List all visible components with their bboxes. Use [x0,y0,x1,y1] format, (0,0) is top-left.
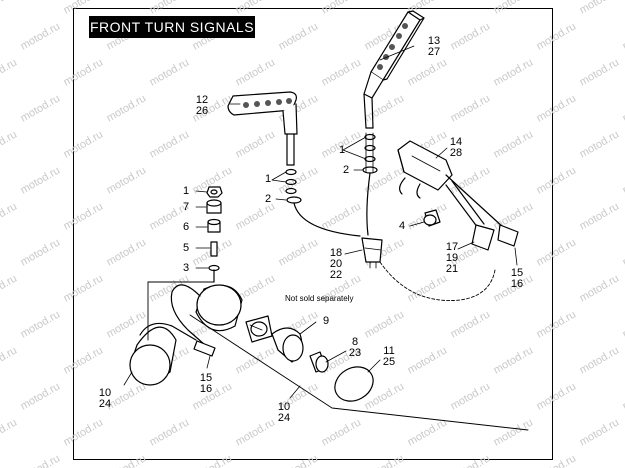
callout-line: 15 [199,372,213,384]
callout-line: 8 [351,336,359,348]
callout-line: 28 [449,147,463,159]
callout-line: 25 [382,356,396,368]
callout-line: 7 [182,201,190,213]
right-led-signal-housing [363,10,425,129]
callout-line: 1 [264,173,272,185]
diagram-title: FRONT TURN SIGNALS [89,16,255,38]
callout-line: 18 [329,247,343,259]
callout-line: 27 [427,46,441,58]
callout-line: 10 [277,401,291,413]
callout-left-washer: 1 [258,174,278,185]
hardware-stack [206,186,223,272]
callout-right-lockwasher: 2 [336,165,356,176]
callout-line: 11 [383,345,395,357]
callout-line: 12 [195,94,209,106]
callout-bushing-7: 7 [176,202,196,213]
callout-reflector: 9 [316,316,336,327]
callout-line: 16 [510,278,524,290]
callout-line: 24 [98,398,112,410]
callout-line: 23 [348,347,362,359]
callout-spacer-6: 6 [176,222,196,233]
bullet-signal-housing-front [170,269,243,357]
callout-stud-5: 5 [176,243,196,254]
not-sold-separately-note: Not sold separately [285,294,354,303]
callout-line: 3 [182,262,190,274]
callout-line: 4 [398,220,406,232]
callout-line: 17 [445,241,459,253]
bullet-signal-housing-rear [129,322,197,386]
callout-line: 21 [445,263,459,275]
callout-line: 2 [342,164,350,176]
signal-wires [293,172,496,301]
callout-line: 22 [329,269,343,281]
lens-11 [334,366,374,402]
callout-line: 9 [322,315,330,327]
callout-line: 20 [329,258,343,270]
left-stud-washers [285,168,302,204]
callout-line: 24 [277,412,291,424]
callout-line: 10 [98,387,112,399]
callout-line: 1 [182,185,190,197]
gasket-and-lamp [245,315,329,373]
callout-line: 16 [199,383,213,395]
mounting-bracket [397,140,519,251]
callout-left-lockwasher: 2 [258,194,278,205]
explode-guide-lines [147,281,529,431]
callout-line: 6 [182,221,190,233]
callout-line: 14 [449,136,463,148]
callout-line: 26 [195,105,209,117]
callout-grommet: 4 [392,221,412,232]
callout-line: 13 [427,35,441,47]
grommet-4 [423,209,441,227]
right-stud-washers [362,132,378,174]
callout-line: 15 [510,267,524,279]
callout-line: 5 [182,242,190,254]
callout-line: 2 [264,193,272,205]
callout-line: 1 [338,144,346,156]
leader-lines [123,45,518,399]
callout-washer-3: 3 [176,263,196,274]
callout-nut: 1 [176,186,196,197]
callout-line: 19 [445,252,459,264]
left-led-signal-housing [227,91,298,166]
callout-right-washer: 1 [332,145,352,156]
